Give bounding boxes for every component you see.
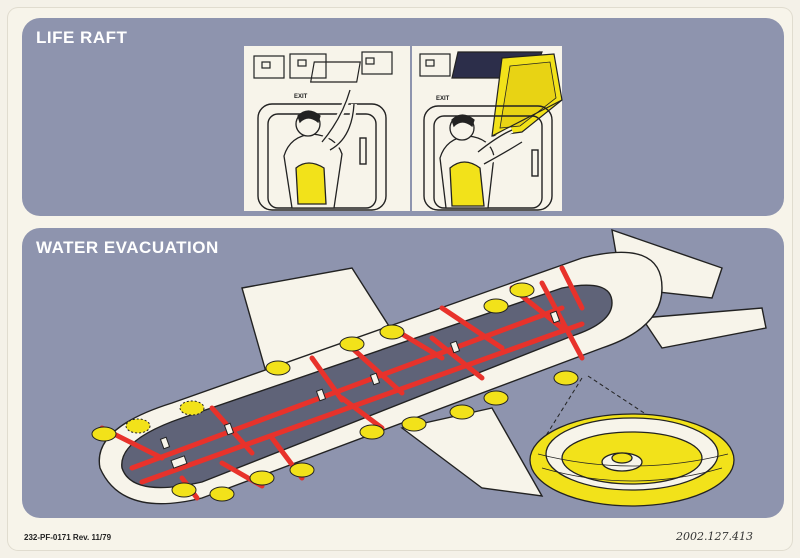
evacuation-routes	[99, 265, 585, 501]
life-raft-title: LIFE RAFT	[36, 28, 128, 47]
water-evacuation-panel: WATER EVACUATION	[22, 228, 784, 518]
survivor-rings	[91, 282, 579, 502]
exit-markers	[159, 310, 561, 469]
life-raft-illustration: EXIT	[244, 46, 563, 211]
life-raft-panel: LIFE RAFT EXIT	[22, 18, 784, 216]
water-evacuation-title: WATER EVACUATION	[36, 238, 219, 257]
door-scene-right: EXIT	[412, 46, 563, 211]
accession-number: 2002.127.413	[676, 530, 753, 543]
exit-sign-right: EXIT	[436, 96, 450, 102]
exit-sign-left: EXIT	[294, 94, 308, 100]
inflated-life-raft	[529, 413, 735, 507]
water-evacuation-illustration	[91, 228, 767, 507]
crew-member-left	[283, 89, 357, 209]
door-scene-left: EXIT	[244, 46, 410, 211]
crew-member-right	[439, 114, 524, 209]
right-stabilizer	[640, 307, 767, 349]
overhead-bin-left	[253, 51, 393, 83]
form-code: 232-PF-0171 Rev. 11/79	[24, 533, 112, 542]
